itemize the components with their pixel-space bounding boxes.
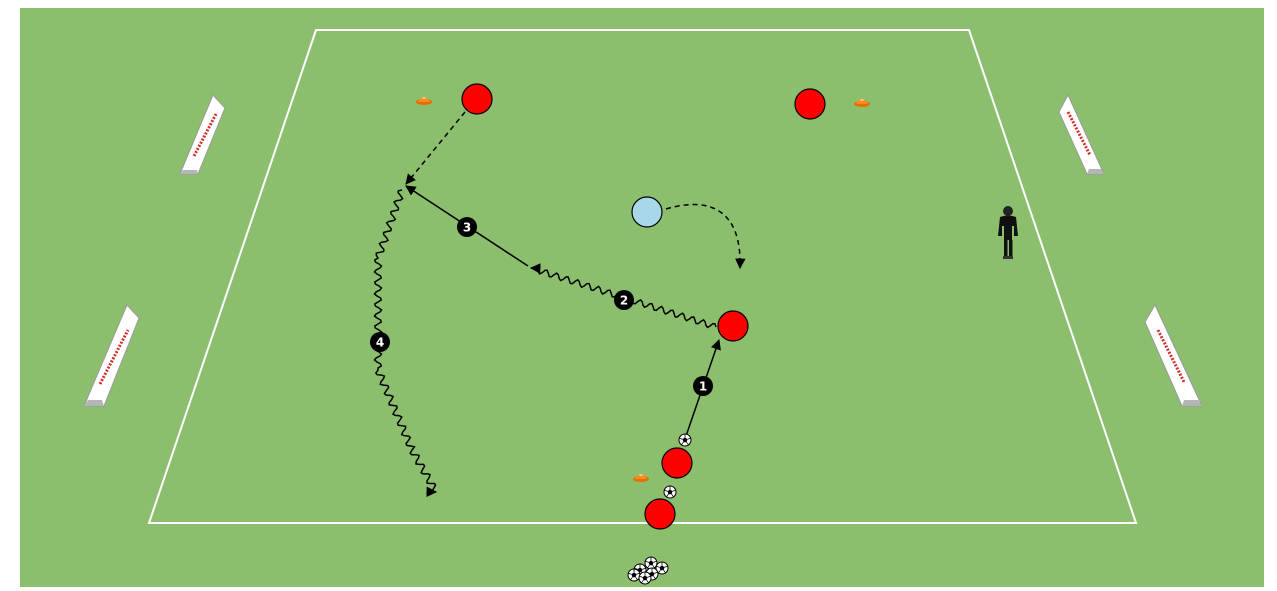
ball-icon <box>639 572 651 584</box>
attacker-player <box>662 448 692 478</box>
ball-icon <box>679 434 691 446</box>
step-marker-label: 2 <box>620 294 628 308</box>
attacker-player <box>718 311 748 341</box>
pitch <box>20 8 1264 587</box>
attacker-player <box>795 89 825 119</box>
step-marker-3: 3 <box>457 217 477 237</box>
ball-icon <box>628 569 640 581</box>
step-marker-1: 1 <box>693 376 713 396</box>
attacker-player <box>462 84 492 114</box>
attacker-player <box>645 499 675 529</box>
step-marker-label: 1 <box>699 380 707 394</box>
step-marker-2: 2 <box>614 290 634 310</box>
step-marker-label: 4 <box>376 336 384 350</box>
ball-icon <box>645 557 657 569</box>
step-marker-4: 4 <box>370 332 390 352</box>
step-marker-label: 3 <box>463 221 471 235</box>
ball-icon <box>664 486 676 498</box>
defender-player <box>632 197 662 227</box>
